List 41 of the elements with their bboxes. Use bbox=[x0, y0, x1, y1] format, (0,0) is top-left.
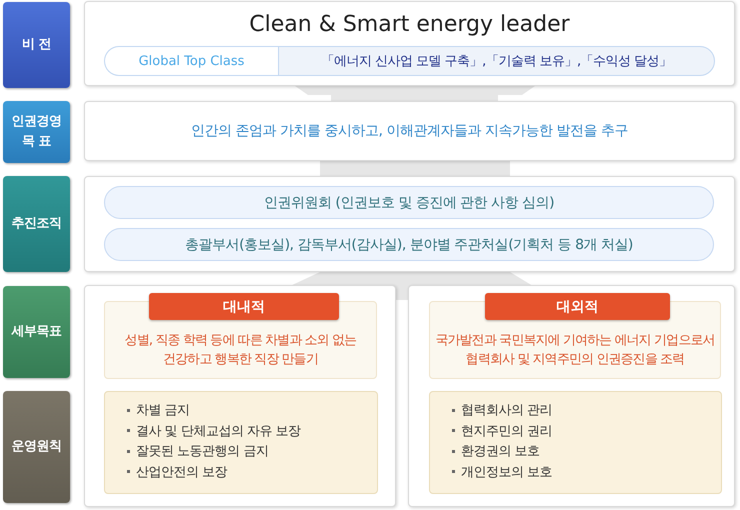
section-tab bbox=[3, 391, 70, 503]
list-item-text: 산업안전의 보장 bbox=[136, 464, 228, 480]
objective-text: 국가발전과 국민복지에 기여하는 에너지 기업으로서 협력회사 및 지역주민의 인권증진을 조력 bbox=[434, 332, 716, 369]
list-item-text: 개인정보의 보호 bbox=[461, 464, 552, 480]
principles-card bbox=[429, 391, 722, 494]
principles-card bbox=[104, 391, 378, 494]
section-title: 추진조직 bbox=[12, 215, 62, 233]
heading-ribbon bbox=[485, 293, 670, 320]
section-title: 비 전 bbox=[22, 36, 52, 54]
section-title: 세부목표 bbox=[12, 323, 62, 341]
ribbon-title: 대내적 bbox=[223, 298, 265, 316]
list-item-text: 현지주민의 권리 bbox=[461, 424, 552, 438]
slogan-segment bbox=[104, 46, 278, 76]
organization-pill bbox=[104, 228, 714, 261]
list-item-text: 협력회사의 관리 bbox=[461, 403, 552, 418]
section-tab bbox=[3, 101, 70, 163]
heading-ribbon bbox=[149, 293, 339, 320]
organization-text: 총괄부서(홍보실), 감독부서(감사실), 분야별 주관처실(기획처 등 8개 처실) bbox=[185, 236, 633, 254]
slogan-segment bbox=[278, 46, 715, 76]
content-panel bbox=[408, 285, 735, 507]
section-tab bbox=[3, 286, 70, 378]
vision-panel bbox=[84, 1, 735, 86]
goal-text: 인간의 존엄과 가치를 중시하고, 이해관계자들과 지속가능한 발전을 추구 bbox=[191, 122, 628, 140]
organization-pill bbox=[104, 186, 714, 219]
section-title: 운영원칙 bbox=[12, 438, 62, 456]
list-item-text: 잘못된 노동관행의 금지 bbox=[136, 444, 268, 459]
goal-panel bbox=[84, 101, 735, 161]
organization-text: 인권위원회 (인권보호 및 증진에 관한 사항 심의) bbox=[264, 194, 554, 212]
list-item-text: 차별 금지 bbox=[136, 403, 190, 418]
vision-title: Clean & Smart energy leader bbox=[249, 11, 570, 39]
content-panel bbox=[84, 285, 396, 507]
slogan-text: Global Top Class bbox=[138, 54, 244, 68]
ribbon-title: 대외적 bbox=[556, 298, 598, 316]
slogan-text: 「에너지 신사업 모델 구축」,「기술력 보유」,「수익성 달성」 bbox=[321, 53, 672, 70]
section-tab bbox=[3, 176, 70, 272]
section-tab bbox=[3, 2, 70, 88]
list-item-text: 결사 및 단체교섭의 자유 보장 bbox=[136, 424, 301, 438]
section-title: 인권경영 목 표 bbox=[10, 113, 62, 151]
list-item-text: 환경권의 보호 bbox=[461, 444, 540, 459]
content-panel bbox=[84, 176, 735, 272]
objective-text: 성별, 직종 학력 등에 따른 차별과 소외 없는 건강하고 행복한 직장 만들기 bbox=[124, 332, 358, 369]
